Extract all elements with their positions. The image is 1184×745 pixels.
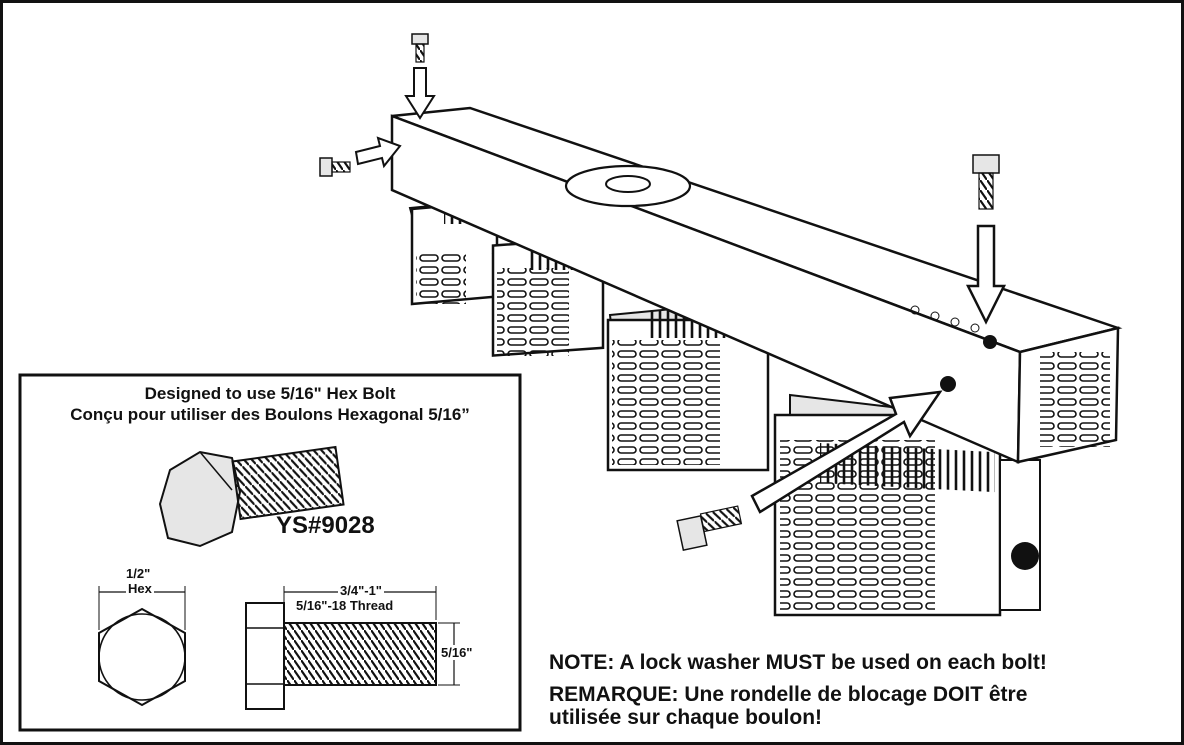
bolt-side-view <box>245 586 460 710</box>
heater-module-4 <box>773 393 1041 617</box>
note-fr-line2: utilisée sur chaque boulon! <box>549 706 823 729</box>
head-width-value: 1/2" <box>126 566 151 581</box>
down-arrow-icon <box>404 67 436 120</box>
right-arrow-icon <box>354 136 402 169</box>
hex-bolt-icon <box>411 33 429 63</box>
note-en: NOTE: A lock washer MUST be used on each… <box>549 651 1047 674</box>
support-beam <box>390 106 1123 464</box>
note-fr-line1: REMARQUE: Une rondelle de blocage DOIT ê… <box>549 683 1028 706</box>
hex-bolt-icon <box>319 157 351 177</box>
thread-spec: 5/16"-18 Thread <box>296 598 394 613</box>
head-width-unit: Hex <box>126 581 154 596</box>
inset-title-en: Designed to use 5/16" Hex Bolt <box>144 384 396 403</box>
down-arrow-icon <box>965 224 1007 325</box>
hex-bolt-icon <box>158 445 345 548</box>
part-number: YS#9028 <box>276 512 375 539</box>
inset-title-fr: Conçu pour utiliser des Boulons Hexagona… <box>70 405 470 424</box>
right-arrow-icon <box>750 390 943 514</box>
hex-bolt-icon <box>676 505 743 552</box>
bolt-length: 3/4"-1" <box>338 583 384 598</box>
bolt-diameter: 5/16" <box>441 645 473 660</box>
hex-bolt-icon <box>972 154 1000 210</box>
